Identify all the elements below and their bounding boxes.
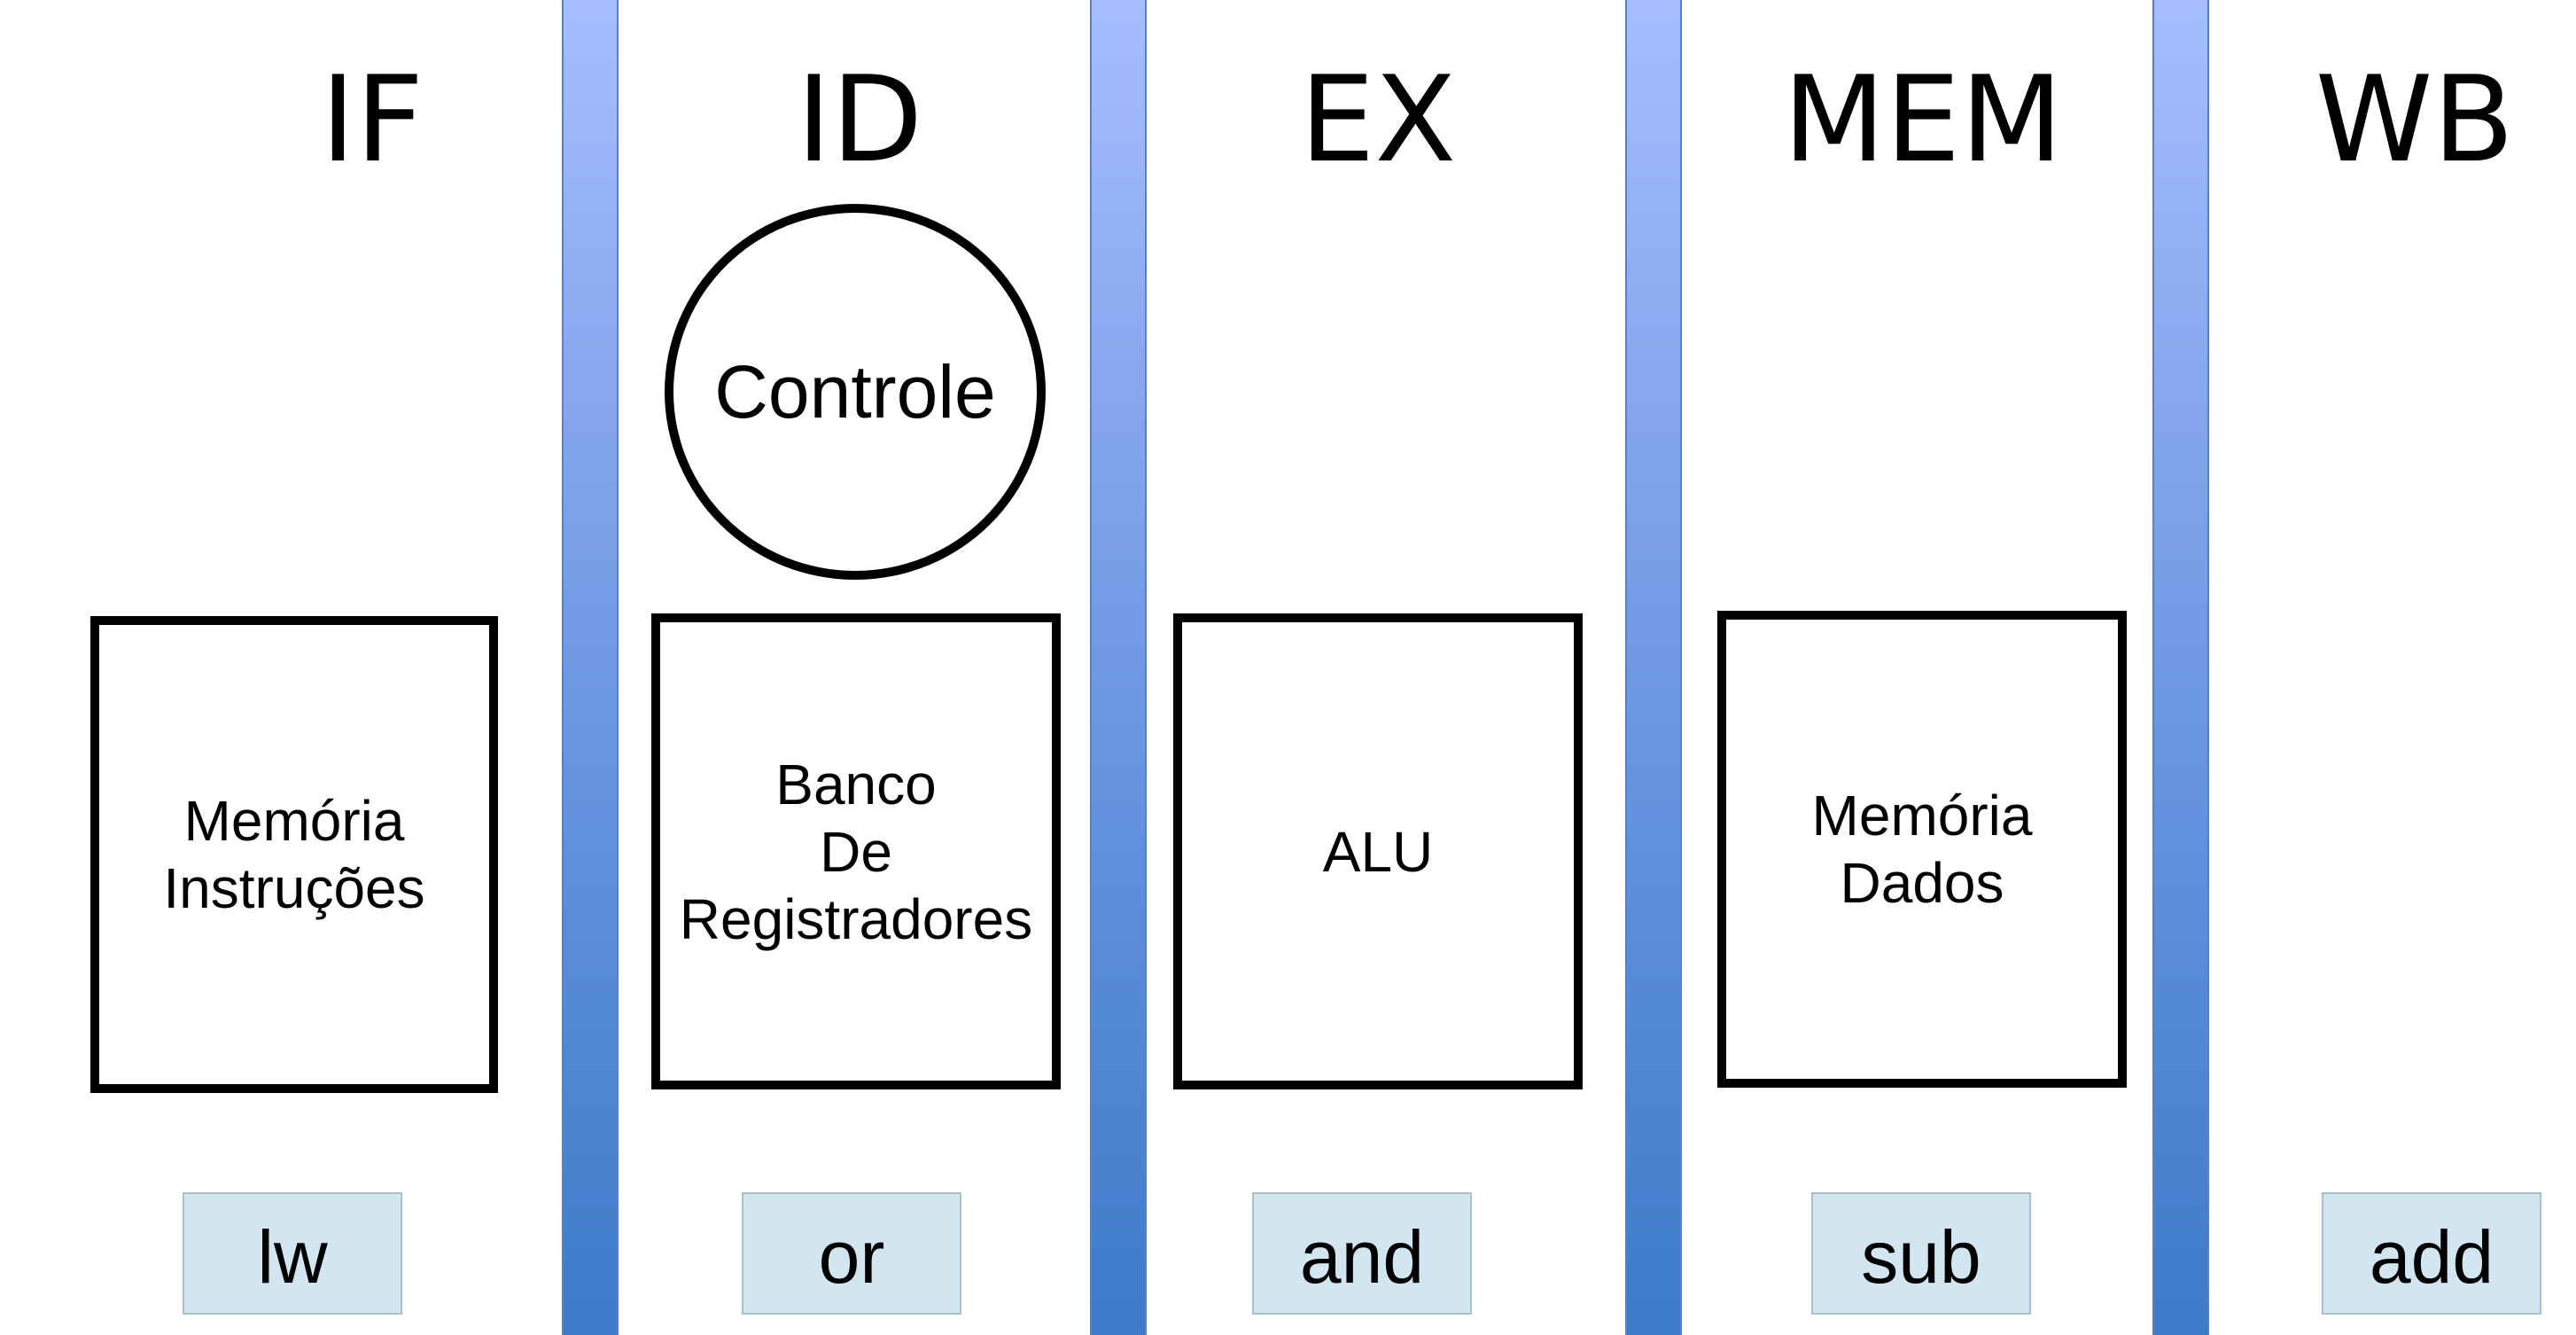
stage-title-mem: MEM <box>1783 51 2063 189</box>
instruction-box-id: or <box>742 1192 961 1315</box>
stage-title-id: ID <box>796 51 923 189</box>
pipeline-register-if-id <box>562 0 619 1335</box>
instruction-memory-label: Memória Instruções <box>163 789 425 920</box>
alu-block: ALU <box>1173 613 1583 1089</box>
stage-title-wb: WB <box>2315 51 2515 189</box>
register-bank-block: Banco De Registradores <box>651 613 1061 1089</box>
register-bank-label: Banco De Registradores <box>679 752 1033 951</box>
pipeline-register-id-ex <box>1090 0 1147 1335</box>
instruction-box-ex: and <box>1252 1192 1472 1315</box>
control-unit-circle: Controle <box>665 204 1046 580</box>
data-memory-label: Memória Dados <box>1811 784 2033 915</box>
instruction-memory-block: Memória Instruções <box>90 616 498 1093</box>
data-memory-block: Memória Dados <box>1717 611 2127 1088</box>
stage-title-ex: EX <box>1299 51 1457 189</box>
pipeline-register-mem-wb <box>2152 0 2209 1335</box>
instruction-box-mem: sub <box>1811 1192 2031 1315</box>
pipeline-register-ex-mem <box>1625 0 1682 1335</box>
stage-title-if: IF <box>320 51 424 189</box>
control-unit-label: Controle <box>714 349 996 433</box>
instruction-box-wb: add <box>2322 1192 2541 1315</box>
alu-label: ALU <box>1322 819 1434 884</box>
instruction-box-if: lw <box>183 1192 402 1315</box>
